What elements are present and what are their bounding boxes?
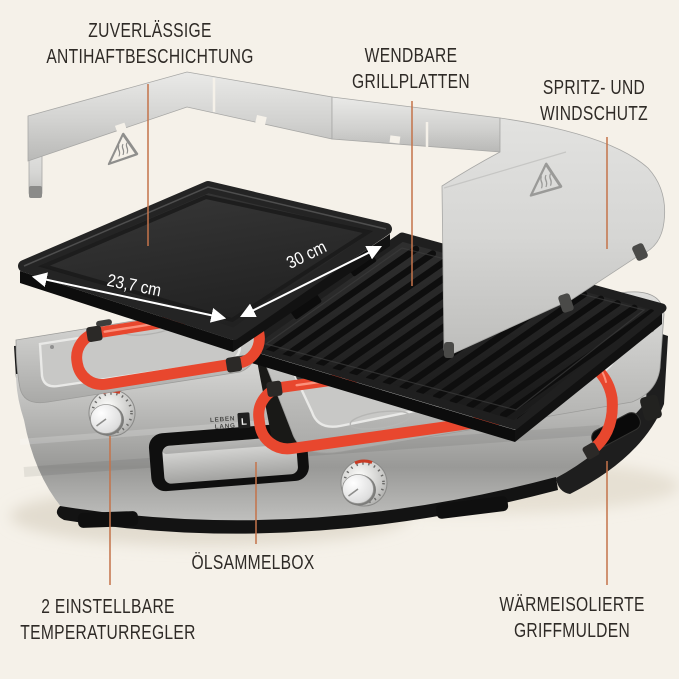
temperature-knob-right — [340, 459, 388, 507]
callout-temperature-knobs: 2 EINSTELLBARE TEMPERATURREGLER — [0, 594, 225, 647]
callout-lines — [109, 84, 608, 585]
brand-line2: LANG — [215, 422, 236, 430]
heat-warning-icon — [107, 132, 139, 166]
brand-mark: L — [241, 417, 248, 428]
callout-text: WÄRMEISOLIERTE — [499, 594, 645, 616]
wind-shield-right-band — [331, 96, 501, 153]
callout-text: WENDBARE — [364, 45, 458, 67]
callout-text: GRIFFMULDEN — [513, 620, 631, 643]
callout-text: TEMPERATURREGLER — [20, 622, 196, 645]
callout-insulated-grips: WÄRMEISOLIERTE GRIFFMULDEN — [455, 592, 679, 645]
foot-left — [77, 511, 139, 528]
callout-text: SPRITZ- UND — [542, 77, 646, 99]
foot-right — [435, 496, 509, 519]
callout-windshield: SPRITZ- UND WINDSCHUTZ — [477, 75, 679, 128]
wind-shield-left — [27, 71, 333, 198]
base-bottom-band — [56, 477, 559, 534]
callout-text: 2 EINSTELLBARE — [41, 596, 175, 618]
callout-nonstick-coating: ZUVERLÄSSIGE ANTIHAFTBESCHICHTUNG — [33, 18, 267, 71]
brand-logo: LEBEN LANG L — [210, 412, 251, 431]
flat-grill-plate: 23,7 cm 30 cm — [18, 181, 392, 352]
callout-text: ANTIHAFTBESCHICHTUNG — [46, 46, 254, 69]
callout-text: GRILLPLATTEN — [352, 71, 470, 94]
callout-text: ZUVERLÄSSIGE — [88, 20, 212, 42]
heat-warning-icon — [529, 162, 563, 197]
grip-tab — [640, 394, 662, 421]
temperature-knob-left — [88, 389, 136, 437]
callout-text: WINDSCHUTZ — [540, 103, 648, 126]
wind-shield-right — [389, 117, 666, 358]
callout-reversible-plates: WENDBARE GRILLPLATTEN — [294, 43, 528, 96]
callout-oilbox: ÖLSAMMELBOX — [136, 550, 370, 576]
brand-line1: LEBEN — [210, 415, 236, 424]
callout-text: ÖLSAMMELBOX — [191, 552, 315, 574]
